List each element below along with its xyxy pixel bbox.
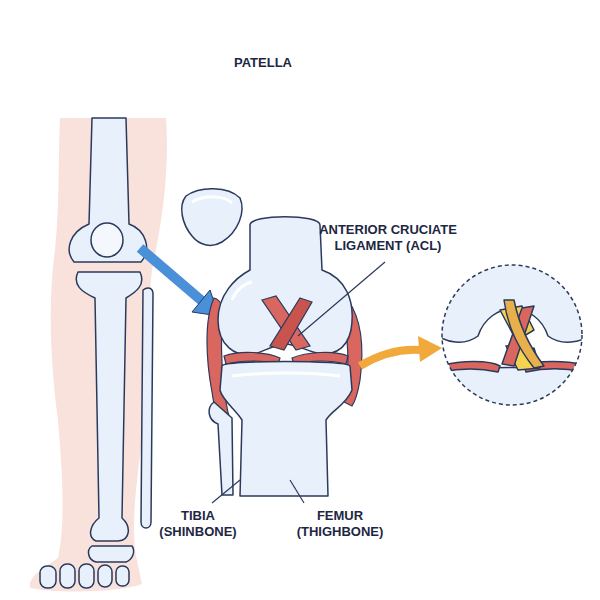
leg-bones-part <box>98 565 112 587</box>
blue-arrow <box>140 248 219 316</box>
orange-arrow <box>360 336 442 366</box>
cruciate-ligaments-part <box>270 298 312 350</box>
femur-knee-part <box>232 282 252 300</box>
zoom-detail-part <box>430 250 600 420</box>
orange-arrow-part <box>418 336 442 362</box>
leg-bones-part <box>116 566 129 586</box>
femur-knee-part <box>218 217 352 355</box>
leader-lines-part <box>298 262 385 336</box>
tibia-knee-part <box>232 373 340 376</box>
cruciate-ligaments <box>262 296 312 350</box>
tibia-knee-part <box>220 362 352 497</box>
zoom-detail-part-part <box>504 300 544 368</box>
leg-bones-part <box>69 118 146 262</box>
leg-bones <box>40 118 153 588</box>
leg-bones-part <box>141 288 153 528</box>
orange-arrow-part <box>360 350 420 366</box>
part-label: ANTERIOR CRUCIATE LIGAMENT (ACL) <box>308 222 468 254</box>
part-label: PATELLA <box>208 55 318 71</box>
zoom-detail <box>430 250 600 420</box>
femur-knee <box>218 217 352 355</box>
part-label: FEMUR (THIGHBONE) <box>282 508 398 540</box>
leg-bones-part <box>91 223 123 257</box>
leg-skin-part <box>30 118 167 591</box>
tibia-knee-part <box>209 402 233 495</box>
leader-lines <box>212 262 385 503</box>
patella-bone <box>182 189 242 246</box>
zoom-detail-part-part <box>440 362 500 373</box>
leg-bones-part <box>40 566 56 588</box>
blue-arrow-part <box>140 248 202 301</box>
leader-lines-part <box>290 480 304 503</box>
leg-bones-part <box>89 546 134 562</box>
leg-bones-part <box>76 272 142 541</box>
leg-skin <box>30 118 167 591</box>
patella-bone-part <box>192 197 232 203</box>
leg-bones-part <box>79 564 94 588</box>
patella-bone-part <box>182 189 242 246</box>
zoom-detail-part <box>442 265 582 405</box>
part-label: TIBIA (SHINBONE) <box>146 508 250 540</box>
leg-bones-part <box>60 564 75 588</box>
tibia-knee <box>209 362 352 497</box>
leader-lines-part <box>212 480 240 503</box>
